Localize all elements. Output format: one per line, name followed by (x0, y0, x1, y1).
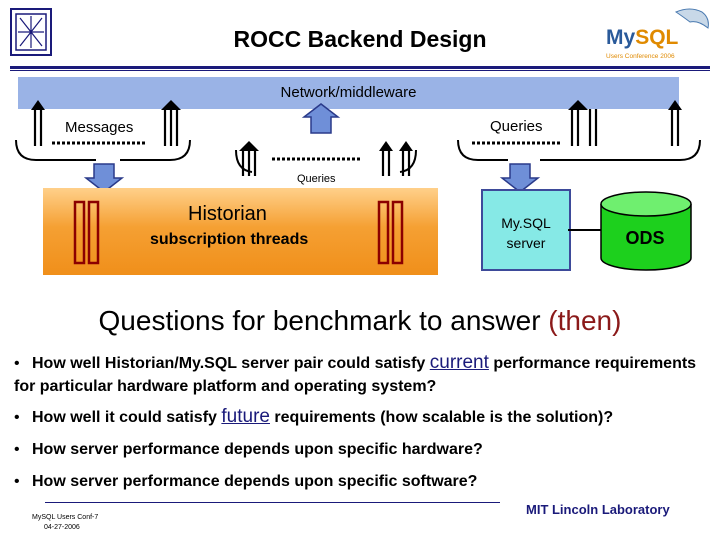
mysql-ods-connector (568, 229, 602, 231)
footer-conference: MySQL Users Conf-7 (32, 514, 99, 521)
footer-rule (45, 502, 500, 503)
question-bullet-2: • How well it could satisfy future requir… (14, 405, 704, 429)
queries-top-label: Queries (490, 118, 543, 135)
network-middleware-bar (18, 77, 679, 109)
mysql-server-label: My.SQL server (481, 213, 571, 253)
svg-text:Users Conference 2006: Users Conference 2006 (606, 53, 675, 60)
mysql-server-line1: My.SQL (501, 215, 551, 231)
mysql-server-line2: server (506, 235, 546, 251)
bullet-text-post: requirements (how scalable is the soluti… (269, 409, 614, 426)
mysql-server-block (481, 189, 571, 271)
questions-heading-text: Questions for benchmark to answer (98, 305, 541, 336)
historian-block (43, 188, 438, 275)
ods-database-cylinder (600, 191, 692, 271)
bullet-highlight: future (221, 406, 270, 427)
bullet-text: How server performance depends upon spec… (32, 441, 483, 458)
network-middleware-label: Network/middleware (280, 84, 417, 101)
footer-lab-name: MIT Lincoln Laboratory (526, 502, 670, 517)
mysql-users-conference-logo: MySQL Users Conference 2006 (606, 8, 709, 60)
ods-label: ODS (625, 228, 665, 248)
question-bullet-4: • How server performance depends upon spe… (14, 470, 704, 493)
subscription-threads-label: subscription threads (150, 231, 309, 248)
questions-heading-suffix: (then) (548, 305, 622, 336)
svg-text:MySQL: MySQL (606, 26, 679, 49)
bullet-text-post: performance requirements for particular … (14, 355, 697, 395)
diagram-connectors (15, 100, 701, 259)
title-rule-thin (10, 70, 710, 71)
bullet-text: How well it could satisfy (32, 409, 222, 426)
bullet-text: How server performance depends upon spec… (32, 473, 478, 490)
bullet-dot: • (14, 355, 20, 372)
title-rule (10, 66, 710, 69)
queries-mid-label: Queries (297, 173, 336, 185)
bullet-text: How well Historian/My.SQL server pair co… (32, 355, 430, 372)
question-bullet-3: • How server performance depends upon spe… (14, 438, 704, 461)
lincoln-lab-logo (10, 8, 52, 56)
historian-label: Historian (188, 203, 267, 225)
bullet-dot: • (14, 409, 20, 426)
slide-title: ROCC Backend Design (233, 26, 487, 52)
historian-thread-bars (73, 200, 404, 265)
footer-date: 04-27-2006 (44, 524, 80, 531)
bullet-dot: • (14, 441, 20, 458)
question-bullet-1: • How well Historian/My.SQL server pair c… (14, 351, 704, 398)
footer-left: MySQL Users Conf-7 04-27-2006 (32, 513, 98, 533)
messages-label: Messages (65, 119, 134, 136)
bullet-dot: • (14, 473, 20, 490)
questions-heading: Questions for benchmark to answer (then) (0, 305, 720, 337)
bullet-highlight: current (429, 352, 489, 373)
